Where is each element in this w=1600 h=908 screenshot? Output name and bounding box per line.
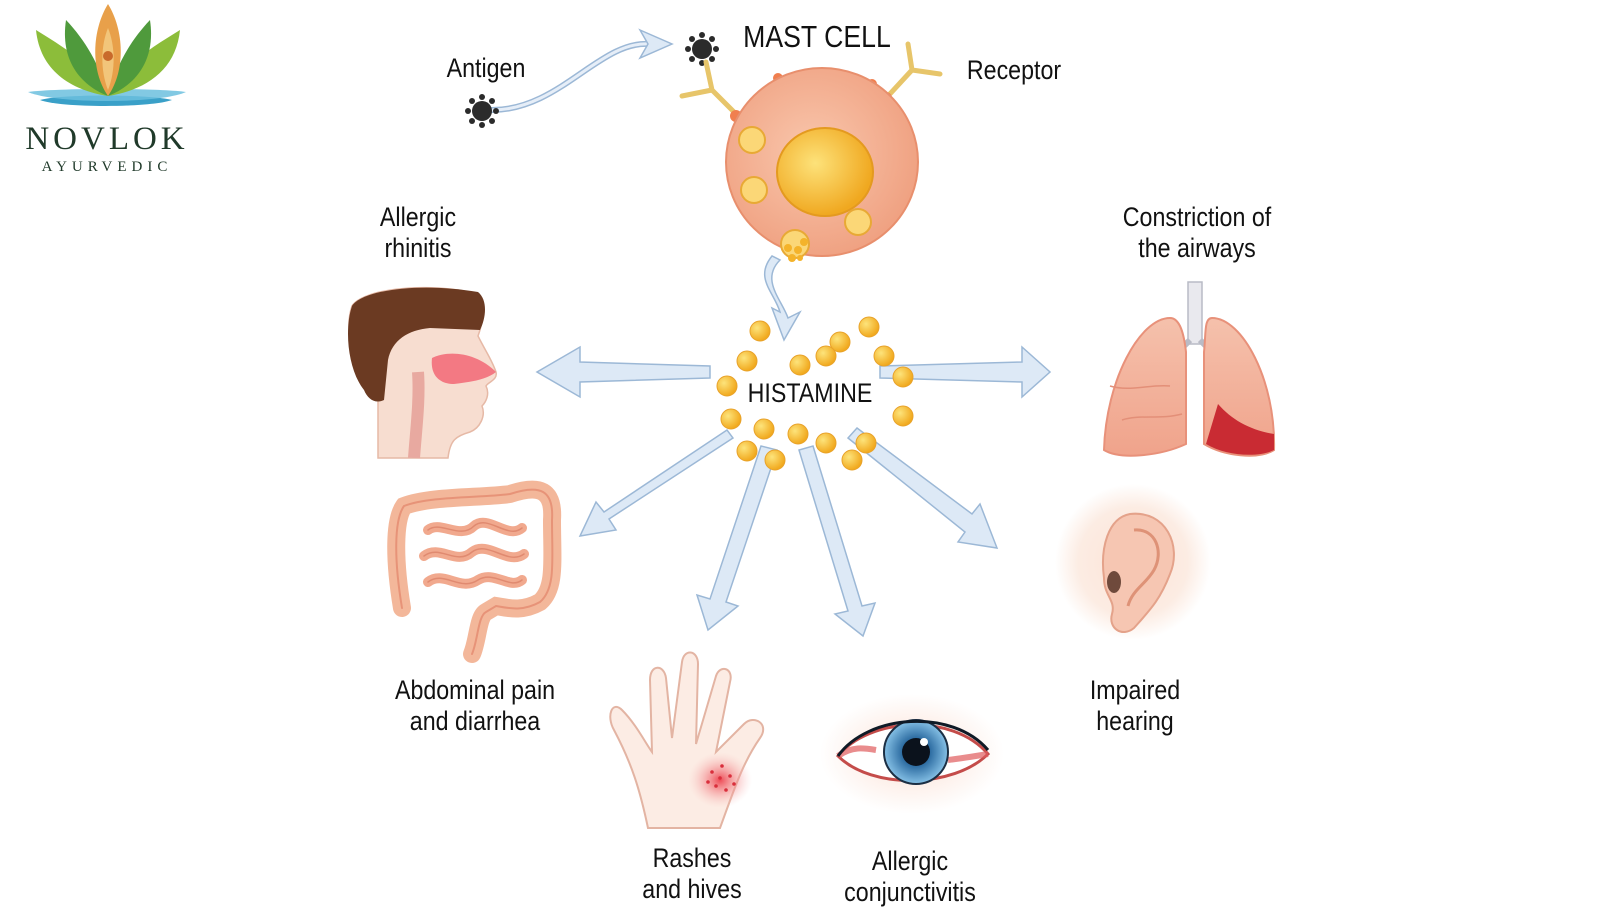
histamine-granule: [716, 375, 738, 397]
label-abdominal-pain: Abdominal pain and diarrhea: [394, 675, 556, 736]
histamine-granule: [815, 432, 837, 454]
arrow-to-skin: [695, 445, 778, 632]
histamine-granule: [829, 331, 851, 353]
label-receptor: Receptor: [966, 55, 1062, 85]
antigen-icon: [465, 94, 499, 128]
arrow-to-rhinitis: [535, 345, 711, 399]
histamine-granule: [753, 418, 775, 440]
histamine-granule: [789, 354, 811, 376]
hand-icon: [609, 651, 765, 829]
eye-icon: [820, 694, 1004, 814]
logo-text: NOVLOK AYURVEDIC: [18, 122, 196, 176]
histamine-arrows: [535, 255, 1052, 638]
arrow-to-ear: [846, 426, 999, 549]
histamine-granule: [815, 345, 837, 367]
mast-cell: [679, 41, 943, 262]
histamine-granule: [855, 432, 877, 454]
histamine-granule: [787, 423, 809, 445]
intestine-icon: [387, 480, 562, 663]
label-impaired-hearing: Impaired hearing: [1089, 675, 1181, 736]
label-allergic-rhinitis: Allergic rhinitis: [379, 202, 457, 263]
logo-name: NOVLOK: [25, 121, 189, 157]
logo-tagline: AYURVEDIC: [41, 159, 173, 175]
label-antigen: Antigen: [446, 53, 526, 83]
label-mast-cell: MAST CELL: [743, 19, 891, 54]
arrow-to-eye: [798, 445, 877, 638]
histamine-granule: [858, 316, 880, 338]
histamine-granule: [749, 320, 771, 342]
lotus-icon: [28, 4, 186, 106]
lungs-icon: [1102, 281, 1276, 457]
ear-icon: [1055, 484, 1211, 640]
histamine-granule: [841, 449, 863, 471]
histamine-granule: [736, 440, 758, 462]
arrow-to-abdomen: [578, 428, 735, 537]
histamine-granules: [716, 316, 914, 471]
histamine-granule: [736, 350, 758, 372]
label-histamine: HISTAMINE: [747, 378, 873, 408]
head-icon: [348, 286, 497, 459]
arrow-cell-to-histamine: [763, 255, 802, 342]
label-allergic-conjunctivitis: Allergic conjunctivitis: [844, 846, 976, 907]
novlok-logo: [28, 4, 186, 106]
receptor-icon: [679, 41, 943, 117]
histamine-granule: [720, 408, 742, 430]
bound-antigen-icon: [685, 32, 719, 66]
label-constriction-airways: Constriction of the airways: [1122, 202, 1272, 263]
histamine-granule: [764, 449, 786, 471]
label-rashes-hives: Rashes and hives: [642, 843, 742, 904]
histamine-granule: [892, 366, 914, 388]
histamine-granule: [892, 405, 914, 427]
histamine-granule: [873, 345, 895, 367]
antigen-arrow: [489, 28, 674, 113]
